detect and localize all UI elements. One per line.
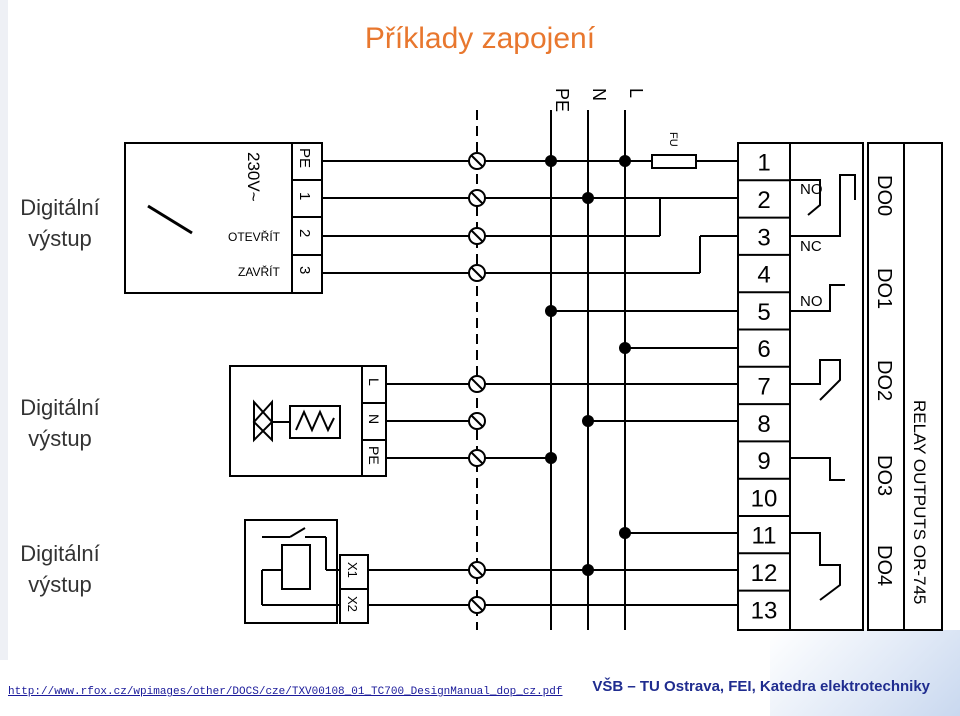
valve-symbol xyxy=(253,399,274,443)
relay-contacts-area xyxy=(789,142,864,631)
terminal-number: 5 xyxy=(757,299,770,326)
terminal-number: 6 xyxy=(757,336,770,363)
terminal-number: 1 xyxy=(757,150,770,177)
screw-terminal-icon xyxy=(468,189,486,207)
terminal-number: 2 xyxy=(757,187,770,214)
bus-label-l: L xyxy=(626,88,646,98)
junction-dot xyxy=(582,192,594,204)
terminal-number: 12 xyxy=(751,560,778,587)
actuator-lever xyxy=(147,204,193,235)
output-label-do2: DO2 xyxy=(873,360,895,401)
side-label-sensor: Digitální výstup xyxy=(0,538,120,600)
screw-terminal-icon xyxy=(468,152,486,170)
source-link[interactable]: http://www.rfox.cz/wpimages/other/DOCS/c… xyxy=(8,686,563,698)
junction-dot xyxy=(619,342,631,354)
screw-terminal-icon xyxy=(468,449,486,467)
module-label: RELAY OUTPUTS OR-745 xyxy=(910,400,929,604)
side-label-actuator: Digitální výstup xyxy=(0,192,120,254)
junction-dot xyxy=(545,305,557,317)
sensor-box xyxy=(244,519,338,624)
screw-terminal-icon xyxy=(468,264,486,282)
terminal-number: 7 xyxy=(757,373,770,400)
output-label-do0: DO0 xyxy=(873,175,895,216)
contact-label-nc: NC xyxy=(800,238,822,255)
actuator-close-label: ZAVŘÍT xyxy=(238,264,280,279)
terminal-number: 11 xyxy=(752,523,777,550)
valve-box xyxy=(229,365,363,477)
bus-label-n: N xyxy=(589,88,609,101)
fuse-symbol xyxy=(651,154,697,169)
screw-terminal-icon xyxy=(468,375,486,393)
valve-heater-symbol xyxy=(289,405,341,439)
sensor-relay-coil xyxy=(281,544,311,590)
valve-terminal-n: N xyxy=(366,414,382,424)
side-label-line: Digitální xyxy=(20,395,100,420)
sensor-terminal-x2: X2 xyxy=(345,596,360,612)
side-label-line: výstup xyxy=(28,572,92,597)
terminal-number: 4 xyxy=(757,262,770,289)
sensor-terminal-x1: X1 xyxy=(345,562,360,578)
side-label-valve: Digitální výstup xyxy=(0,392,120,454)
junction-dot xyxy=(582,564,594,576)
fuse-label: FU xyxy=(667,132,679,147)
junction-dot xyxy=(545,155,557,167)
actuator-terminal-2: 2 xyxy=(296,229,313,237)
terminal-number: 3 xyxy=(757,224,770,251)
actuator-terminal-3: 3 xyxy=(296,266,313,274)
terminal-rows xyxy=(738,179,790,592)
junction-dot xyxy=(619,527,631,539)
screw-terminals xyxy=(468,152,486,614)
screw-terminal-icon xyxy=(468,227,486,245)
junction-dot xyxy=(545,452,557,464)
valve-terminal-l: L xyxy=(366,378,382,386)
page-title: Příklady zapojení xyxy=(364,22,596,55)
bus-label-pe: PE xyxy=(552,88,572,112)
side-label-line: Digitální xyxy=(20,541,100,566)
background-glow-bottom-right xyxy=(770,630,960,716)
output-label-do1: DO1 xyxy=(873,268,895,309)
actuator-voltage-label: 230V~ xyxy=(244,152,263,202)
terminal-number: 13 xyxy=(751,597,778,624)
footer-institution: VŠB – TU Ostrava, FEI, Katedra elektrote… xyxy=(592,678,930,695)
terminal-number: 10 xyxy=(751,485,778,512)
actuator-terminal-1: 1 xyxy=(296,192,313,200)
junction-dot xyxy=(582,415,594,427)
terminal-number: 8 xyxy=(757,411,770,438)
output-label-do3: DO3 xyxy=(873,455,895,496)
terminal-number: 9 xyxy=(757,448,770,475)
actuator-open-label: OTEVŘÍT xyxy=(228,229,281,244)
valve-terminal-pe: PE xyxy=(366,446,382,465)
contact-label-no: NO xyxy=(800,181,823,198)
screw-terminal-icon xyxy=(468,412,486,430)
junction-dots xyxy=(545,155,631,576)
output-label-do4: DO4 xyxy=(873,545,895,586)
contact-label-no: NO xyxy=(800,293,823,310)
module-body xyxy=(903,142,943,631)
side-label-line: výstup xyxy=(28,226,92,251)
screw-terminal-icon xyxy=(468,596,486,614)
side-label-line: Digitální xyxy=(20,195,100,220)
side-label-line: výstup xyxy=(28,426,92,451)
actuator-terminal-pe: PE xyxy=(296,148,313,168)
background-strip-left xyxy=(0,0,8,660)
junction-dot xyxy=(619,155,631,167)
screw-terminal-icon xyxy=(468,561,486,579)
